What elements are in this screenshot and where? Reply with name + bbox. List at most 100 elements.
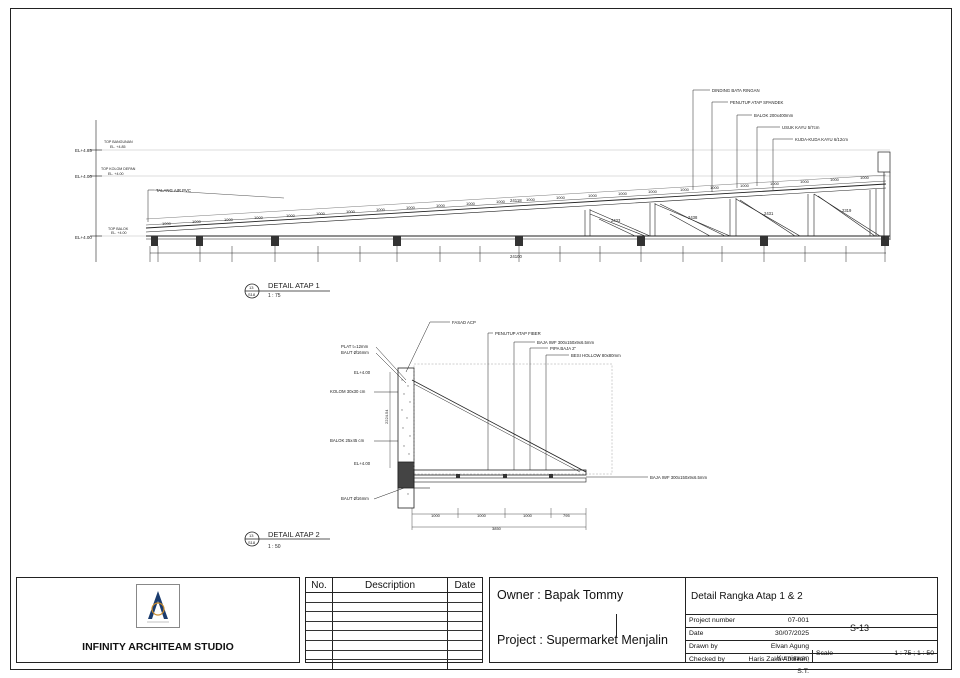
label: PIPA BAJA 2" (550, 346, 577, 351)
divider (685, 578, 686, 662)
studio-name: INFINITY ARCHITEAM STUDIO (82, 641, 234, 653)
detail-ref-bottom: S18 (248, 292, 256, 297)
detail-ref-top: 13 (249, 285, 254, 290)
label: EL+4.00 (354, 461, 371, 466)
svg-text:1000: 1000 (466, 201, 476, 206)
studio-panel: INFINITY ARCHITEAM STUDIO (16, 577, 300, 663)
sheet-number: S-13 (850, 623, 870, 633)
table-row (306, 659, 482, 669)
callout-label: DINDING BATA RINGAN (712, 88, 760, 93)
dim-diag: 2431 (764, 211, 774, 216)
table-row (306, 592, 482, 603)
label: BAJA IWF 300x150x9x6.5mm (537, 340, 594, 345)
svg-text:1000: 1000 (618, 191, 628, 196)
svg-text:1000: 1000 (770, 181, 780, 186)
label: EL+4.00 (354, 370, 371, 375)
divider (812, 650, 813, 662)
table-row (306, 621, 482, 632)
label: FASAD ACP (452, 320, 476, 325)
dim-seg: 1000 (477, 513, 487, 518)
svg-text:1000: 1000 (830, 177, 840, 182)
table-row (306, 640, 482, 651)
dim-diag: 2319 (842, 208, 852, 213)
compass-logo-icon (147, 591, 169, 623)
dim-seg: 1000 (523, 513, 533, 518)
dim-total-top: 24118 (510, 198, 522, 203)
svg-text:1000: 1000 (224, 217, 234, 222)
table-row (306, 602, 482, 613)
level-label: EL+4.85 (75, 148, 92, 153)
level-name: TOP BALOK (108, 227, 129, 231)
svg-text:1000: 1000 (588, 193, 598, 198)
svg-text:1000: 1000 (648, 189, 658, 194)
dim-vertical: 2224.54 (384, 409, 389, 424)
dim-seg: 795 (563, 513, 570, 518)
detail-scale: 1 : 50 (268, 544, 281, 550)
svg-text:1000: 1000 (860, 175, 870, 180)
scale-value: 1 : 75 ; 1 : 50 (894, 650, 934, 657)
level-sub: EL. +4.00 (111, 231, 127, 235)
svg-text:1000: 1000 (254, 215, 264, 220)
svg-text:1000: 1000 (556, 195, 566, 200)
svg-text:1000: 1000 (286, 213, 296, 218)
studio-logo (136, 584, 180, 628)
drawing-sheet-border (10, 8, 952, 670)
rev-col-description: Description (332, 578, 448, 593)
label: PLAT t=12mm (341, 344, 369, 349)
label: BAJA IWF 300x150x9x6.5mm (650, 475, 707, 480)
label: BAUT Ø16mm (341, 496, 369, 501)
label: KOLOM 30x30 cm (330, 389, 366, 394)
level-name: TOP BANGUNAN (104, 140, 133, 144)
label: PENUTUP ATAP FIBER (495, 331, 541, 336)
callout-label: KUDA-KUDA KAYU 6/12cm (795, 137, 848, 142)
dim-total-bottom: 24100 (510, 254, 523, 259)
svg-text:1000: 1000 (346, 209, 356, 214)
callout-leaders (692, 89, 793, 192)
level-name: TOP KOLOM DEPAN (101, 167, 136, 171)
detail-title: DETAIL ATAP 2 (268, 530, 320, 539)
callout-label: USUK KAYU 5/7cm (782, 125, 820, 130)
svg-text:1000: 1000 (376, 207, 386, 212)
label: BESI HOLLOW 80x80mm (571, 353, 621, 358)
svg-text:1000: 1000 (710, 185, 720, 190)
beam-supports (151, 236, 889, 246)
scale-label: Scale (816, 650, 834, 657)
level-label: EL+4.00 (75, 174, 92, 179)
table-row (306, 611, 482, 622)
svg-text:1000: 1000 (162, 221, 172, 226)
svg-text:1000: 1000 (740, 183, 750, 188)
detail-atap-2: 2224.54 1000 1000 1000 795 3850 PLAT t=1… (244, 320, 707, 550)
talang-label: TALANG AIR PVC (156, 188, 191, 193)
detail-atap-1: EL+4.85 EL+4.00 EL+4.00 TOP BANGUNAN EL.… (75, 88, 891, 299)
dim-diag: 2438 (688, 215, 698, 220)
detail-ref-bottom: S18 (248, 540, 256, 545)
svg-text:1000: 1000 (496, 199, 506, 204)
revision-table: No. Description Date (305, 577, 483, 669)
svg-text:1000: 1000 (406, 205, 416, 210)
divider (616, 614, 617, 638)
roof-dimension-labels: 1000 1000 1000 1000 1000 1000 1000 1000 … (162, 175, 870, 226)
project-info-panel: Owner : Bapak Tommy Project : Supermarke… (489, 577, 938, 675)
dim-diag: 2433 (611, 218, 621, 223)
level-label: EL+4.00 (75, 235, 92, 240)
dim-total: 3850 (492, 526, 502, 531)
drawing-title: Detail Rangka Atap 1 & 2 (691, 591, 803, 602)
owner-text: Owner : Bapak Tommy (497, 588, 624, 602)
detail-title: DETAIL ATAP 1 (268, 281, 320, 290)
svg-text:1000: 1000 (526, 197, 536, 202)
svg-text:1000: 1000 (436, 203, 446, 208)
rev-col-date: Date (447, 578, 482, 593)
level-sub: EL. +4.00 (108, 172, 124, 176)
svg-text:1000: 1000 (192, 219, 202, 224)
svg-text:1000: 1000 (800, 179, 810, 184)
detail-ref-top: 13 (249, 533, 254, 538)
callout-label: BALOK 200x400mm (754, 113, 794, 118)
dim-seg: 1000 (431, 513, 441, 518)
label: BAUT Ø16mm (341, 350, 369, 355)
table-row (306, 630, 482, 641)
